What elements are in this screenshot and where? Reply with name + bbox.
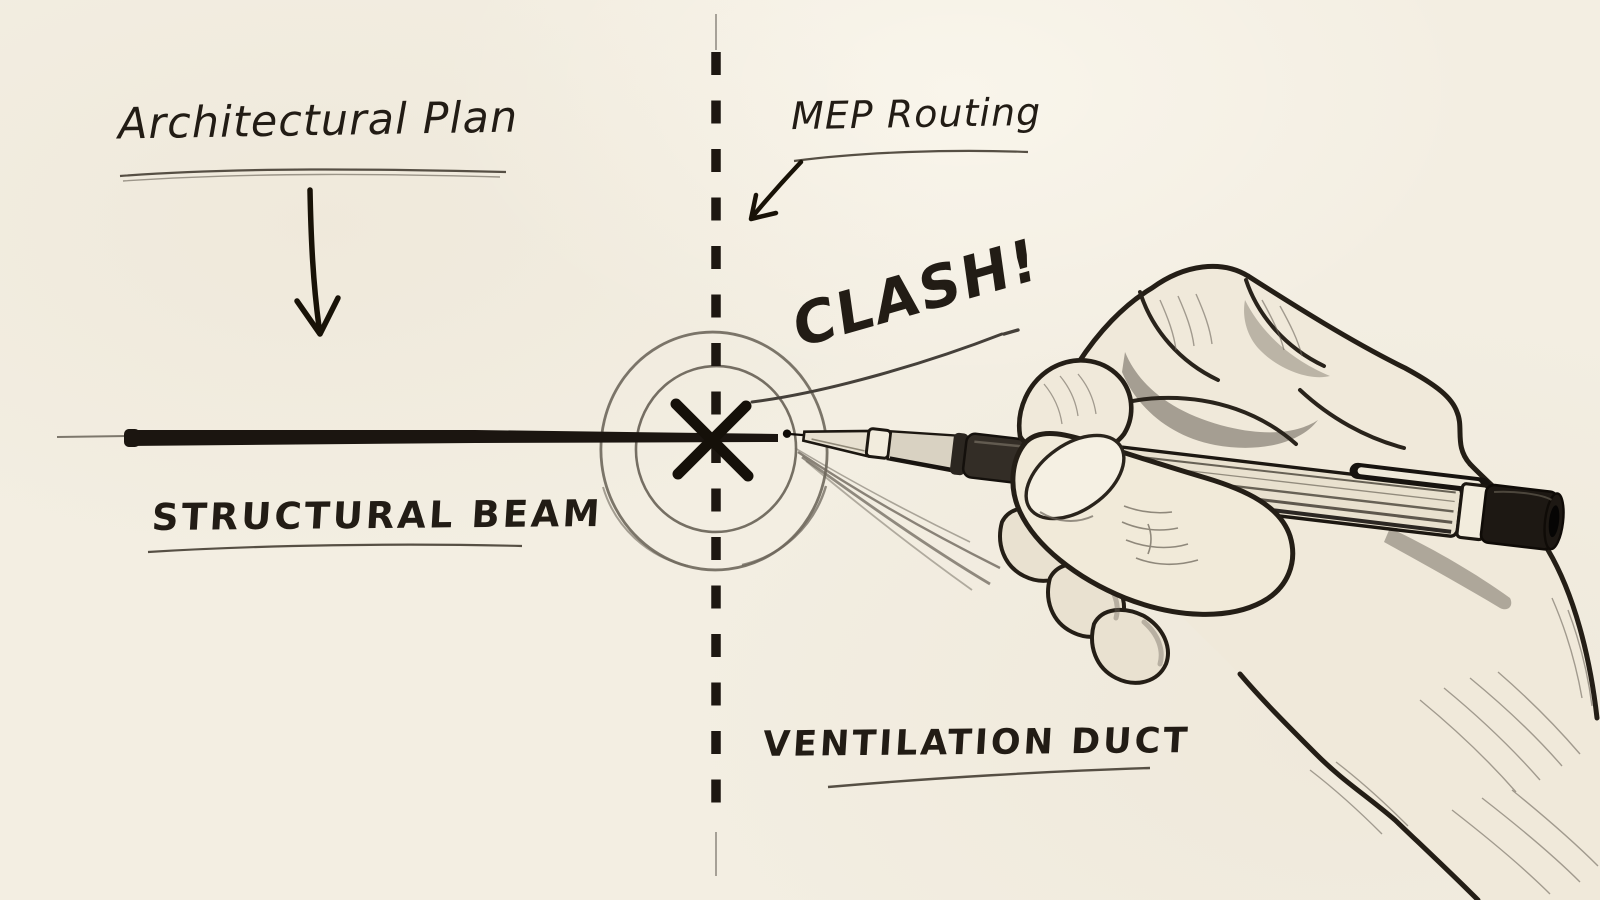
clash-asterisk-icon [670,398,754,482]
pen-cast-shadow [1384,528,1512,610]
pen-needle [790,433,805,437]
routing-underline [793,149,1029,163]
pen-cone-shade [811,438,865,452]
label-ventilation-duct: VENTILATION DUCT [761,721,1192,765]
thumb-nail-base-line [1039,511,1094,522]
pen-cap-highlight [1494,490,1553,501]
pen-cap-opening [1548,505,1560,538]
thumb-hatching [1121,505,1199,566]
thumb-nail [1024,433,1126,521]
label-mep-routing: MEP Routing [790,89,1042,139]
label-architectural-plan: Architectural Plan [117,92,519,150]
index-finger-hatching [1043,373,1097,425]
pen-shadow-lines [794,447,1001,591]
hand-creases [1038,278,1406,454]
thumb [1010,431,1296,617]
pen-clip-inner [1357,467,1481,489]
beam-solid-line [56,429,778,447]
plan-underline [119,168,507,182]
hand-crease-shade [1122,352,1318,448]
hand-hatching [1061,293,1599,895]
clash-swoosh [750,328,1020,404]
label-structural-beam: STRUCTURAL BEAM [150,492,604,539]
pen-tip-dot [782,429,792,438]
plan-arrow-icon [294,187,341,337]
routing-arrow-icon [748,159,804,222]
pen-taper-shade [889,456,952,471]
hand-fist [1032,263,1600,900]
fingertip-3 [1090,607,1170,685]
hand-crease-shade-2 [1244,300,1330,378]
